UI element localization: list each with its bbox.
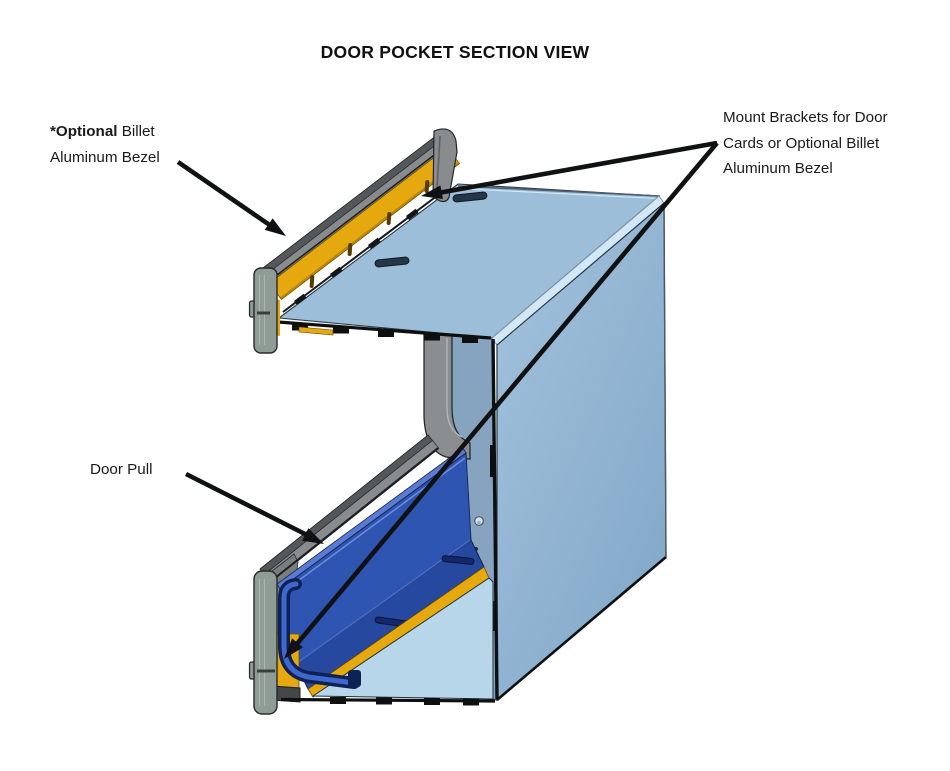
- bezel-assembly: [248, 128, 461, 354]
- top-mount-slot: [374, 256, 410, 268]
- bezel-seam-marks: [294, 208, 419, 306]
- label-mount-brackets: Mount Brackets for Door Cards or Optiona…: [723, 105, 888, 182]
- panel-side-face: [496, 201, 667, 702]
- label-optional-rest: Billet: [117, 123, 155, 140]
- panel-bottom-front-edge: [496, 556, 667, 701]
- arrow-door-pull: [184, 471, 324, 544]
- pocket-j-profile: [278, 578, 361, 689]
- label-mount-line2: Cards or Optional Billet: [723, 134, 880, 152]
- pocket-assembly: [248, 434, 496, 715]
- label-optional-bold: *Optional: [50, 123, 118, 140]
- panel-top-face: [277, 183, 661, 343]
- annotation-arrows: [176, 140, 719, 659]
- far-bezel-sliver: [298, 326, 334, 336]
- arrow-mount-bracket-bottom: [284, 141, 719, 659]
- label-mount-line1: Mount Brackets for Door: [723, 109, 888, 126]
- panel-right-edge: [663, 202, 667, 558]
- bezel-strip-slots: [309, 180, 430, 288]
- diagram-title: DOOR POCKET SECTION VIEW: [320, 42, 590, 62]
- label-optional-line2: Aluminum Bezel: [50, 148, 160, 166]
- arrow-mount-bracket-top: [421, 140, 718, 200]
- label-mount-line3: Aluminum Bezel: [723, 160, 833, 177]
- pocket-end-cap: [248, 570, 278, 715]
- label-door-pull: Door Pull: [90, 461, 153, 478]
- door-pull-channel-section: [423, 333, 471, 460]
- arrow-optional-bezel: [176, 160, 286, 236]
- top-mount-slot: [452, 191, 488, 203]
- bezel-end-cap: [248, 267, 278, 354]
- section-cut-edge: [491, 338, 499, 700]
- bottom-cut-hatch: [330, 697, 479, 706]
- label-optional-bezel: *Optional Billet Aluminum Bezel: [50, 119, 160, 170]
